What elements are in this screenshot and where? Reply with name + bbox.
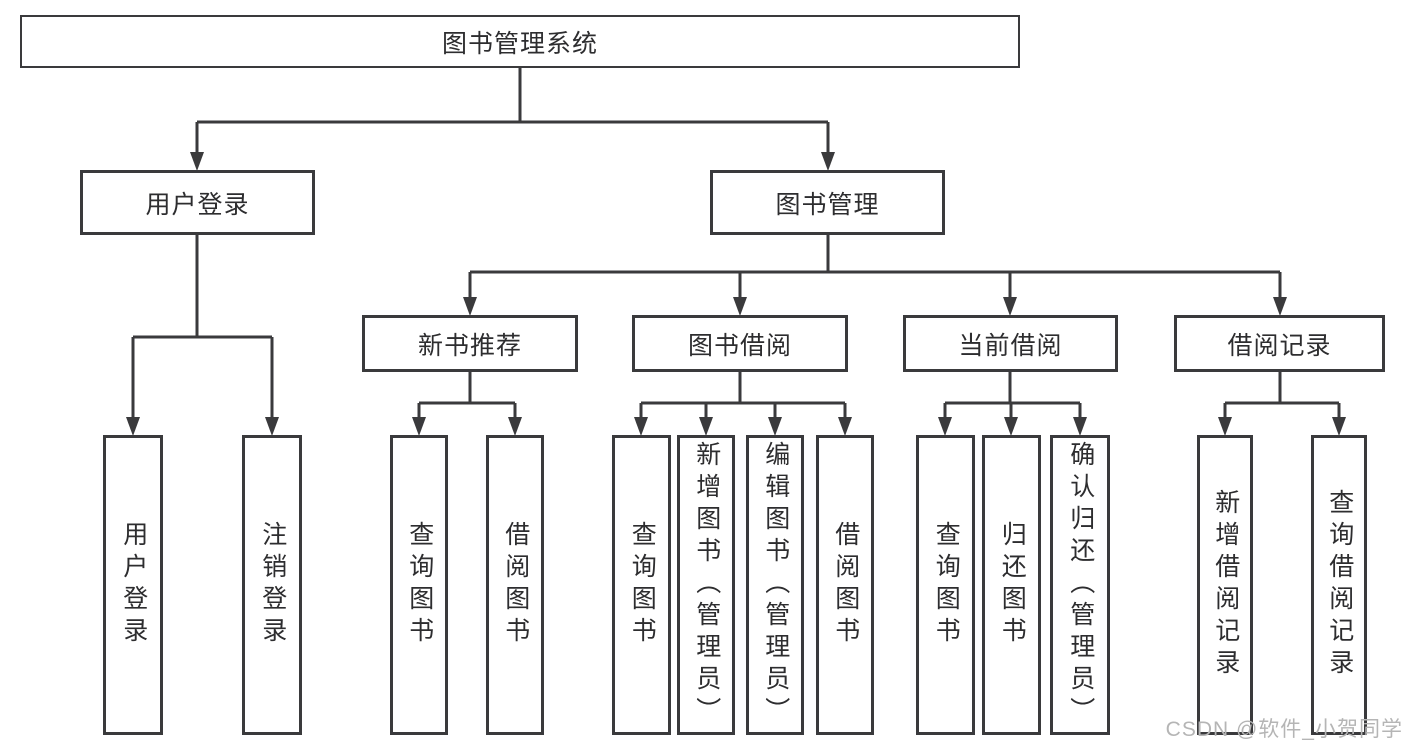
- leaf-query-borrow-record-label: 查询借阅记录: [1325, 489, 1354, 681]
- leaf-query-books-borrowing: 查询图书: [612, 435, 671, 735]
- leaf-add-books-admin-label: 新增图书（管理员）: [692, 441, 721, 729]
- node-current-borrowing-label: 当前借阅: [958, 331, 1063, 360]
- leaf-query-books-borrowing-label: 查询图书: [628, 521, 657, 649]
- connector-book-management-to-level3: [463, 235, 1287, 316]
- node-user-login: 用户登录: [80, 170, 315, 235]
- arrowhead: [190, 152, 204, 171]
- arrowhead: [768, 417, 782, 436]
- arrowhead: [412, 417, 426, 436]
- connector-user-login-to-leaves: [126, 235, 279, 436]
- leaf-return-books: 归还图书: [982, 435, 1041, 735]
- leaf-borrow-books-borrowing-label: 借阅图书: [831, 521, 860, 649]
- arrowhead: [508, 417, 522, 436]
- leaf-edit-books-admin: 编辑图书（管理员）: [746, 435, 804, 735]
- node-book-borrowing-label: 图书借阅: [687, 331, 792, 360]
- leaf-query-books-recommend-label: 查询图书: [405, 521, 434, 649]
- node-borrowing-records-label: 借阅记录: [1227, 331, 1332, 360]
- arrowhead: [699, 417, 713, 436]
- arrowhead: [265, 417, 279, 436]
- node-root-label: 图书管理系统: [441, 29, 598, 58]
- connector-new-book-recommend-to-leaves: [412, 372, 522, 436]
- leaf-add-books-admin: 新增图书（管理员）: [677, 435, 735, 735]
- arrowhead: [463, 297, 477, 316]
- connector-borrowing-records-to-leaves: [1218, 372, 1346, 436]
- arrowhead: [126, 417, 140, 436]
- arrowhead: [1273, 297, 1287, 316]
- arrowhead: [838, 417, 852, 436]
- leaf-logout-login-label: 注销登录: [258, 521, 287, 649]
- arrowhead: [733, 297, 747, 316]
- node-book-management-label: 图书管理: [775, 190, 880, 219]
- leaf-confirm-return-admin-label: 确认归还（管理员）: [1066, 441, 1095, 729]
- node-book-borrowing: 图书借阅: [632, 315, 848, 372]
- arrowhead: [1218, 417, 1232, 436]
- arrowhead: [634, 417, 648, 436]
- leaf-query-books-recommend: 查询图书: [390, 435, 448, 735]
- arrowhead: [938, 417, 952, 436]
- connector-book-borrowing-to-leaves: [634, 372, 852, 436]
- leaf-query-books-current: 查询图书: [916, 435, 975, 735]
- leaf-add-borrow-record-label: 新增借阅记录: [1211, 489, 1240, 681]
- connector-root-to-level2: [190, 68, 835, 171]
- leaf-user-login: 用户登录: [103, 435, 163, 735]
- node-current-borrowing: 当前借阅: [903, 315, 1118, 372]
- node-borrowing-records: 借阅记录: [1174, 315, 1385, 372]
- leaf-user-login-label: 用户登录: [119, 521, 148, 649]
- node-root: 图书管理系统: [20, 15, 1020, 68]
- arrowhead: [1332, 417, 1346, 436]
- leaf-logout-login: 注销登录: [242, 435, 302, 735]
- node-new-book-recommend: 新书推荐: [362, 315, 578, 372]
- leaf-query-borrow-record: 查询借阅记录: [1311, 435, 1367, 735]
- arrowhead: [1073, 417, 1087, 436]
- leaf-borrow-books-recommend-label: 借阅图书: [501, 521, 530, 649]
- leaf-borrow-books-recommend: 借阅图书: [486, 435, 544, 735]
- leaf-borrow-books-borrowing: 借阅图书: [816, 435, 874, 735]
- connector-current-borrowing-to-leaves: [938, 372, 1087, 436]
- leaf-return-books-label: 归还图书: [998, 521, 1027, 649]
- arrowhead: [821, 152, 835, 171]
- leaf-query-books-current-label: 查询图书: [932, 521, 961, 649]
- arrowhead: [1003, 297, 1017, 316]
- node-book-management: 图书管理: [710, 170, 945, 235]
- leaf-confirm-return-admin: 确认归还（管理员）: [1050, 435, 1110, 735]
- leaf-add-borrow-record: 新增借阅记录: [1197, 435, 1253, 735]
- node-user-login-label: 用户登录: [145, 190, 250, 219]
- node-new-book-recommend-label: 新书推荐: [417, 331, 522, 360]
- leaf-edit-books-admin-label: 编辑图书（管理员）: [761, 441, 790, 729]
- arrowhead: [1004, 417, 1018, 436]
- watermark: CSDN @软件_小贺同学: [1165, 718, 1403, 741]
